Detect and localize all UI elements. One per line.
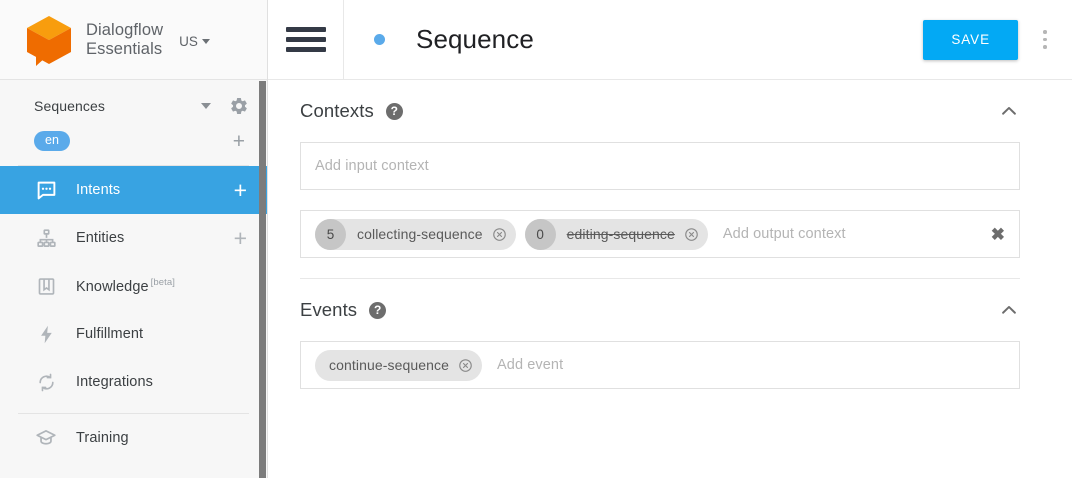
input-context-field[interactable]: Add input context — [300, 142, 1020, 190]
hamburger-bar — [285, 27, 326, 32]
event-chip[interactable]: continue-sequence — [315, 349, 483, 381]
save-button[interactable]: SAVE — [923, 19, 1018, 60]
title-zone: Sequence — [344, 24, 923, 55]
content-area: Contexts ? Add input context 5 co — [268, 80, 1072, 389]
context-chip-label: collecting-sequence — [357, 226, 483, 242]
add-intent-button[interactable]: + — [233, 176, 247, 203]
kebab-dot — [1043, 37, 1047, 42]
event-chip-label: continue-sequence — [329, 357, 450, 373]
sidebar-item-intents[interactable]: Intents + — [0, 166, 267, 214]
context-chip-label: editing-sequence — [566, 226, 675, 242]
remove-circle-x-icon[interactable] — [458, 358, 473, 373]
help-question-icon[interactable]: ? — [369, 301, 387, 319]
brand-bar: Dialogflow Essentials US — [0, 0, 267, 80]
context-lifespan-count[interactable]: 0 — [524, 218, 556, 250]
chevron-up-icon[interactable] — [998, 100, 1020, 122]
dialogflow-cube-logo — [24, 14, 74, 66]
sidebar-item-entities[interactable]: Entities + — [0, 214, 267, 262]
divider — [18, 413, 249, 414]
events-header: Events ? — [300, 279, 1020, 341]
chevron-up-icon[interactable] — [998, 299, 1020, 321]
page-title: Sequence — [416, 24, 534, 54]
divider — [18, 165, 249, 166]
output-context-chip[interactable]: 5 collecting-sequence — [315, 218, 516, 250]
contexts-section: Contexts ? Add input context 5 co — [300, 80, 1072, 258]
sidebar-item-integrations[interactable]: Integrations — [0, 358, 267, 406]
output-context-placeholder[interactable]: Add output context — [722, 226, 846, 242]
sidebar-item-label: Knowledge[beta] — [76, 277, 249, 295]
region-selector[interactable]: US — [179, 30, 210, 49]
sidebar-item-training[interactable]: Training — [0, 414, 267, 462]
sidebar-item-label: Entities — [76, 230, 125, 246]
sidebar-item-label: Integrations — [76, 374, 153, 390]
book-icon — [34, 276, 58, 297]
sidebar: Dialogflow Essentials US Sequences en + — [0, 0, 268, 478]
brand-name-line2: Essentials — [86, 39, 163, 58]
plus-icon[interactable]: + — [232, 129, 245, 153]
hamburger-menu-icon[interactable] — [268, 0, 344, 80]
caret-down-icon[interactable] — [201, 103, 211, 109]
contexts-title: Contexts — [300, 100, 374, 121]
lightning-bolt-icon — [34, 324, 58, 345]
remove-circle-x-icon[interactable] — [492, 227, 507, 242]
sidebar-item-fulfillment[interactable]: Fulfillment — [0, 310, 267, 358]
events-title: Events — [300, 299, 358, 320]
knowledge-label-text: Knowledge — [76, 278, 149, 295]
input-context-placeholder: Add input context — [315, 158, 429, 174]
top-bar: Sequence SAVE — [268, 0, 1072, 80]
refresh-circular-arrows-icon — [34, 372, 58, 393]
sidebar-item-knowledge[interactable]: Knowledge[beta] — [0, 262, 267, 310]
events-field[interactable]: continue-sequence Add event — [300, 341, 1020, 389]
main-panel: Sequence SAVE Contexts ? — [268, 0, 1072, 478]
section-divider — [300, 278, 1020, 279]
sidebar-item-label: Training — [76, 430, 129, 446]
brand-name-line1: Dialogflow — [86, 20, 164, 39]
gear-icon[interactable] — [229, 96, 249, 116]
events-placeholder[interactable]: Add event — [497, 357, 564, 373]
beta-badge: [beta] — [150, 277, 176, 289]
agent-selector-row[interactable]: Sequences — [0, 88, 267, 124]
kebab-dot — [1043, 30, 1047, 34]
close-x-icon[interactable]: ✖ — [990, 224, 1005, 244]
add-entity-button[interactable]: + — [233, 224, 247, 251]
sidebar-item-label: Fulfillment — [76, 326, 144, 342]
hamburger-bar — [285, 37, 326, 42]
context-lifespan-count[interactable]: 5 — [315, 218, 346, 250]
language-chip-en[interactable]: en — [34, 131, 70, 151]
agent-name: Sequences — [34, 98, 105, 114]
chat-bubble-icon — [34, 180, 58, 201]
kebab-more-vertical-icon[interactable] — [1018, 0, 1072, 80]
sidebar-scrollbar[interactable] — [259, 81, 266, 478]
events-section: Events ? continue-sequence — [300, 279, 1072, 389]
caret-down-icon — [201, 39, 210, 44]
output-context-field[interactable]: 5 collecting-sequence 0 editing-sequence — [300, 210, 1020, 258]
sitemap-icon — [34, 228, 58, 249]
sidebar-item-label: Intents — [76, 182, 121, 198]
brand-name: Dialogflow Essentials — [86, 21, 163, 59]
output-context-chip[interactable]: 0 editing-sequence — [524, 218, 708, 250]
graduation-cap-icon — [34, 427, 58, 449]
status-dot-icon — [374, 34, 385, 45]
language-row: en + — [0, 124, 267, 158]
contexts-header: Contexts ? — [300, 80, 1020, 142]
hamburger-bar — [285, 47, 326, 52]
help-question-icon[interactable]: ? — [385, 102, 403, 120]
kebab-dot — [1043, 45, 1047, 49]
remove-circle-x-icon[interactable] — [684, 227, 699, 242]
region-label: US — [179, 34, 198, 49]
